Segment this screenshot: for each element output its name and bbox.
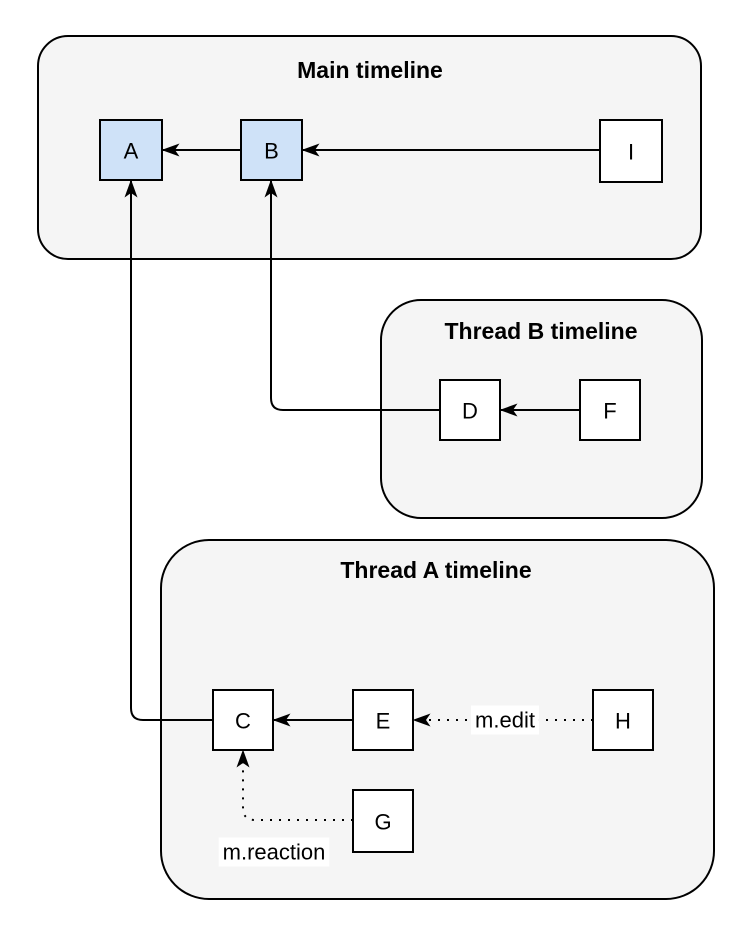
node-D [439,379,501,441]
edge-label-bg [471,705,539,735]
node-label-A: A [124,139,139,164]
node-label-E: E [376,709,391,734]
node-label-G: G [374,810,391,835]
edge-c-to-a-arrow [124,179,213,721]
container-title-main: Main timeline [297,57,443,83]
node-G [352,789,414,853]
node-E [352,689,414,751]
node-label-H: H [615,709,631,734]
node-F [579,379,641,441]
node-I [599,119,663,183]
node-label-C: C [235,709,251,734]
edge-label-m-edit: m.edit [475,708,535,733]
edge-g-to-c-dotted-arrow [236,749,353,821]
node-A [99,119,163,181]
container-title-thread-a: Thread A timeline [340,557,531,583]
node-label-F: F [603,399,616,424]
node-H [592,689,654,751]
container-main-timeline [37,35,702,260]
edge-d-to-b-arrow [264,179,440,411]
edge-label-bg [218,837,330,867]
node-C [212,689,274,751]
container-title-thread-b: Thread B timeline [445,318,638,344]
node-label-I: I [628,140,634,165]
node-label-B: B [264,139,279,164]
node-B [240,119,303,181]
edge-label-m-reaction: m.reaction [223,840,326,865]
node-label-D: D [462,399,478,424]
